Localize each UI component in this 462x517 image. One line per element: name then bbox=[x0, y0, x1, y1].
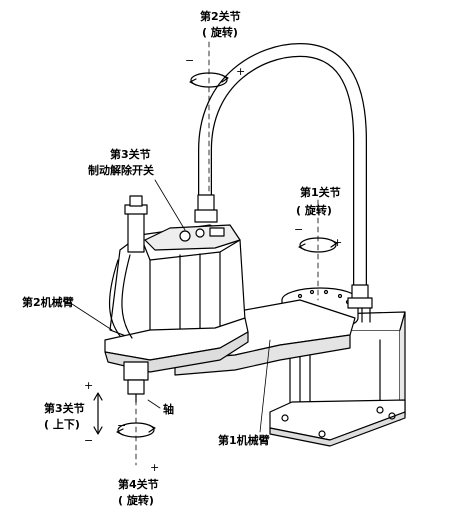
joint3-axis-label: 第3关节 bbox=[44, 402, 85, 415]
joint2-mode: ( 旋转) bbox=[202, 26, 238, 39]
shaft-bottom bbox=[123, 361, 149, 403]
arm2-label: 第2机械臂 bbox=[22, 296, 74, 309]
joint1-rotation-arrow bbox=[298, 237, 338, 253]
joint3-plus: + bbox=[84, 379, 94, 392]
axis-lines bbox=[135, 41, 319, 466]
joint2-minus: − bbox=[185, 54, 195, 67]
joint3-brake-label: 第3关节 bbox=[110, 148, 151, 161]
joint1-minus: − bbox=[294, 223, 304, 236]
joint3-brake-mode: 制动解除开关 bbox=[88, 164, 154, 177]
joint3-updown-arrow bbox=[93, 392, 103, 435]
shaft-top bbox=[124, 195, 148, 253]
joint1-mode: ( 旋转) bbox=[296, 204, 332, 217]
shaft-label: 轴 bbox=[163, 403, 174, 416]
joint3-axis-mode: ( 上下) bbox=[44, 418, 80, 431]
joint2-rotation-arrow bbox=[189, 72, 229, 88]
second-arm bbox=[104, 224, 249, 373]
joint4-label: 第4关节 bbox=[118, 478, 159, 491]
joint2-plus: + bbox=[236, 65, 246, 78]
joint4-plus: + bbox=[150, 461, 160, 474]
joint1-plus: + bbox=[333, 236, 343, 249]
joint4-rotation-arrow bbox=[116, 422, 156, 438]
leader-lines bbox=[71, 179, 271, 433]
joint1-label: 第1关节 bbox=[300, 186, 341, 199]
joint3-minus: − bbox=[84, 434, 94, 447]
joint4-mode: ( 旋转) bbox=[118, 494, 154, 507]
joint2-label: 第2关节 bbox=[200, 10, 241, 23]
cable-arch bbox=[194, 43, 373, 323]
arm1-label: 第1机械臂 bbox=[218, 434, 270, 447]
joint4-minus: − bbox=[117, 419, 127, 432]
